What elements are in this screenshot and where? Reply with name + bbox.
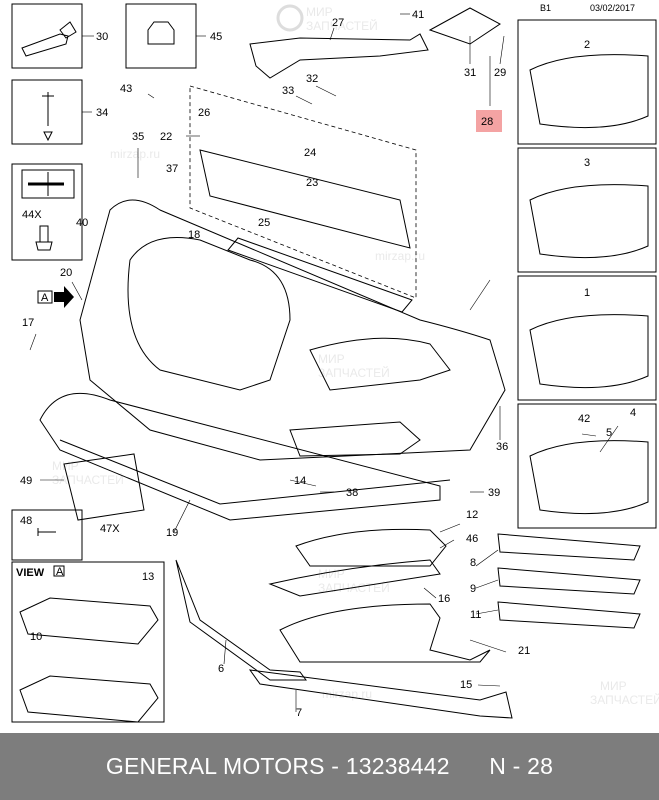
callout-42: 42 <box>578 413 590 425</box>
highlight-box <box>476 110 502 132</box>
callout-49: 49 <box>20 475 32 487</box>
view-letter: A <box>56 566 64 578</box>
callout-18: 18 <box>188 229 200 241</box>
watermark-site: mirzap.ru <box>322 687 372 701</box>
arrow-label: A <box>41 292 49 304</box>
callout-5: 5 <box>606 427 612 439</box>
callout-37: 37 <box>166 163 178 175</box>
callout-4: 4 <box>630 407 636 419</box>
callout-2: 2 <box>584 39 590 51</box>
callout-43: 43 <box>120 83 132 95</box>
callout-20: 20 <box>60 267 72 279</box>
footer-bar: GENERAL MOTORS - 13238442 N - 28 <box>0 733 659 800</box>
watermark-site: mirzap.ru <box>375 249 425 263</box>
callout-26: 26 <box>198 107 210 119</box>
callout-12: 12 <box>466 509 478 521</box>
callout-7: 7 <box>296 707 302 719</box>
energy-absorber <box>189 7 501 313</box>
callout-24: 24 <box>304 147 316 159</box>
watermark-line2: ЗАПЧАСТЕЙ <box>306 18 378 33</box>
parts-diagram: МИР ЗАПЧАСТЕЙ mirzap.ru mirzap.ru МИР ЗА… <box>11 3 659 723</box>
callout-29: 29 <box>494 67 506 79</box>
callout-46: 46 <box>466 533 478 545</box>
view-label: VIEW <box>16 567 45 579</box>
callout-48: 48 <box>20 515 32 527</box>
watermark-layer: МИР ЗАПЧАСТЕЙ mirzap.ru mirzap.ru МИР ЗА… <box>52 4 659 707</box>
watermark-line1: МИР <box>318 352 345 366</box>
callout-31: 31 <box>464 67 476 79</box>
callout-38: 38 <box>346 487 358 499</box>
callout-40: 40 <box>76 217 88 229</box>
view-a-arrow: A <box>37 286 74 308</box>
watermark-line2: ЗАПЧАСТЕЙ <box>318 365 390 380</box>
footer-gap <box>450 753 490 780</box>
callout-44x: 44X <box>22 209 42 221</box>
callout-13: 13 <box>142 571 154 583</box>
callout-22: 22 <box>160 131 172 143</box>
footer-part-number: 13238442 <box>345 753 450 779</box>
callout-11: 11 <box>470 609 481 621</box>
callout-9: 9 <box>470 583 476 595</box>
callout-1: 1 <box>584 287 590 299</box>
watermark-line2: ЗАПЧАСТЕЙ <box>590 692 659 707</box>
callout-15: 15 <box>460 679 472 691</box>
callout-47x: 47X <box>100 523 120 535</box>
callout-3: 3 <box>584 157 590 169</box>
book-wrench-icon <box>21 169 75 199</box>
callout-32: 32 <box>306 73 318 85</box>
watermark-site: mirzap.ru <box>110 147 160 161</box>
callout-39: 39 <box>488 487 500 499</box>
callout-45: 45 <box>210 31 222 43</box>
trim-variant-panels <box>476 19 657 529</box>
footer-brand: GENERAL MOTORS <box>105 753 325 779</box>
section-label: B1 <box>540 3 551 13</box>
diagram-date: 03/02/2017 <box>590 3 635 13</box>
callout-30: 30 <box>96 31 108 43</box>
inset-boxes <box>11 3 197 723</box>
callout-21: 21 <box>518 645 530 657</box>
callout-41: 41 <box>412 9 424 21</box>
callout-8: 8 <box>470 557 476 569</box>
callout-14: 14 <box>294 475 306 487</box>
fasteners <box>29 13 619 712</box>
watermark-line1: МИР <box>600 679 627 693</box>
callout-17: 17 <box>22 317 34 329</box>
callout-33: 33 <box>282 85 294 97</box>
watermark-line1: МИР <box>306 5 333 19</box>
callout-36: 36 <box>496 441 508 453</box>
watermark-line2: ЗАПЧАСТЕЙ <box>52 472 124 487</box>
footer-code: N - 28 <box>489 753 554 779</box>
callout-35: 35 <box>132 131 144 143</box>
lower-trims <box>175 528 641 719</box>
callout-34: 34 <box>96 107 108 119</box>
footer-separator: - <box>324 753 346 779</box>
callout-28: 28 <box>481 116 493 128</box>
callout-6: 6 <box>218 663 224 675</box>
callout-19: 19 <box>166 527 178 539</box>
callout-16: 16 <box>438 593 450 605</box>
callout-10: 10 <box>30 631 42 643</box>
front-fascia <box>39 199 506 521</box>
callout-27: 27 <box>332 17 344 29</box>
callout-23: 23 <box>306 177 318 189</box>
arrow-right-icon <box>54 286 74 308</box>
callout-25: 25 <box>258 217 270 229</box>
